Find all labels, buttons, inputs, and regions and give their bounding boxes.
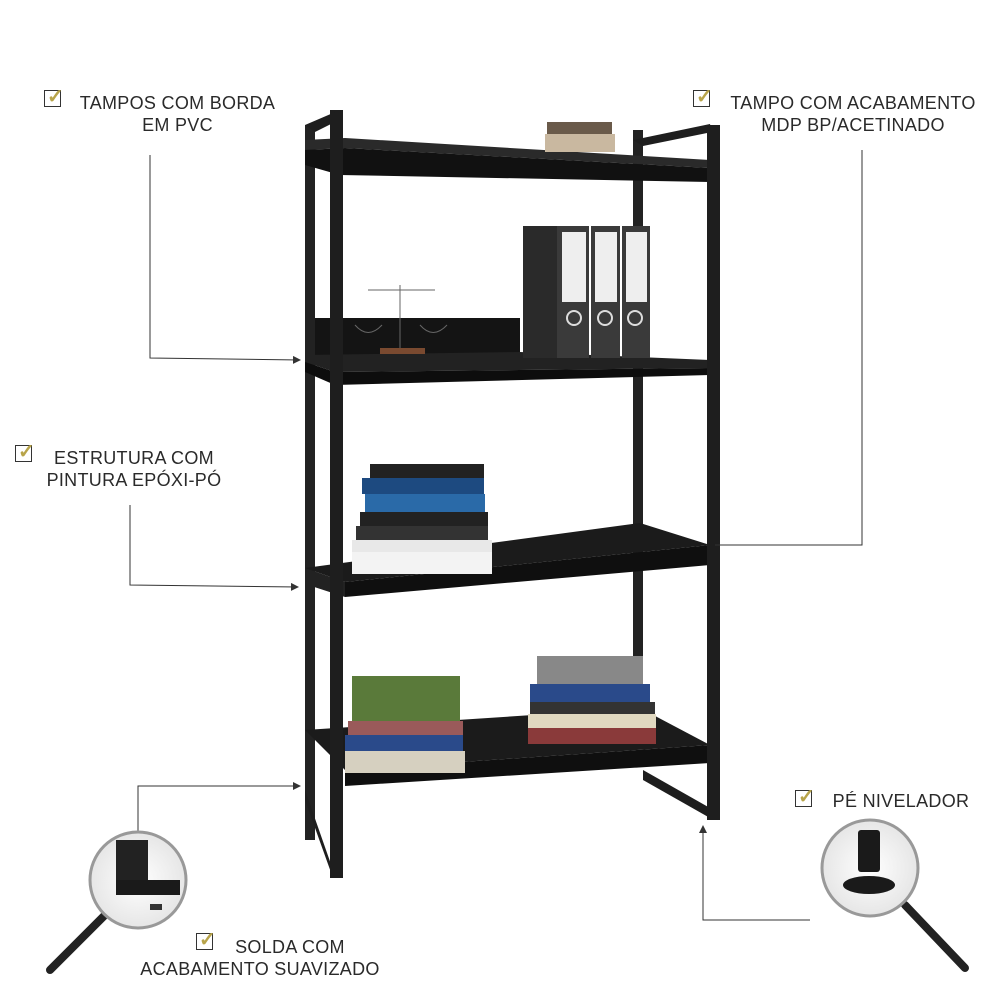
feature-line: MDP BP/ACETINADO	[761, 115, 945, 135]
scale-decor	[354, 285, 448, 354]
callout-tampos	[149, 155, 301, 364]
feature-line: ACABAMENTO SUAVIZADO	[140, 959, 380, 979]
books-middle	[352, 464, 492, 574]
books-bottom-right	[528, 656, 656, 744]
feature-line: ESTRUTURA COM	[54, 448, 214, 468]
feature-line: TAMPOS COM BORDA	[79, 93, 276, 113]
callout-lines	[129, 150, 863, 921]
front-left-post	[330, 110, 343, 878]
checkbox-icon: ✓	[795, 786, 815, 808]
books-bottom-left	[345, 676, 465, 773]
callout-estrutura	[129, 505, 299, 591]
back-right-post	[633, 130, 643, 700]
checkbox-icon: ✓	[15, 441, 35, 463]
checkbox-icon: ✓	[693, 86, 713, 108]
books-top	[545, 122, 615, 152]
front-right-post	[707, 125, 720, 820]
magnifier-weld-detail	[46, 830, 188, 974]
binders	[523, 226, 650, 358]
feature-line: PÉ NIVELADOR	[832, 791, 970, 811]
back-left-post	[305, 125, 315, 840]
feature-line: EM PVC	[142, 115, 213, 135]
callout-solda	[137, 782, 301, 832]
callout-tampo-acabamento	[715, 150, 863, 546]
checkbox-icon: ✓	[196, 929, 216, 951]
feature-line: SOLDA COM	[235, 937, 345, 957]
shelf-top	[305, 138, 710, 182]
feature-line: PINTURA EPÓXI-PÓ	[46, 470, 222, 490]
magnifier-leveling-foot	[820, 818, 969, 972]
checkbox-icon: ✓	[44, 86, 64, 108]
callout-pe	[699, 825, 810, 921]
feature-line: TAMPO COM ACABAMENTO	[730, 93, 976, 113]
